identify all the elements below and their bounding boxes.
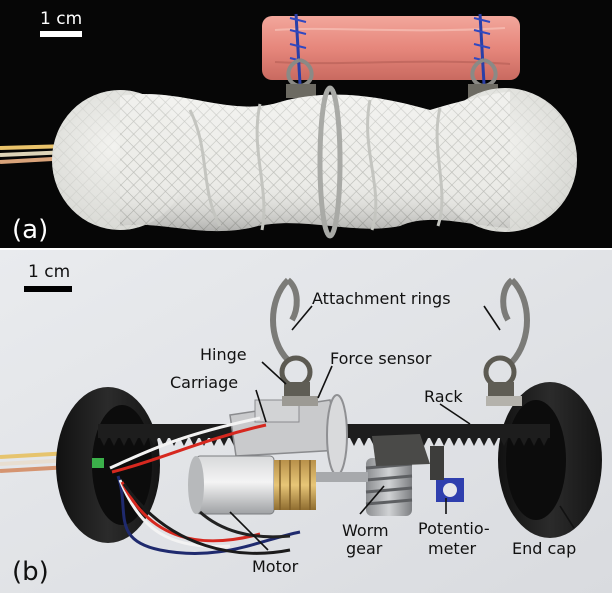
label-attachment-rings: Attachment rings [312, 289, 451, 308]
label-force-sensor: Force sensor [330, 349, 432, 368]
hinge-left [279, 355, 318, 406]
force-sensor [326, 394, 348, 476]
scale-bar-b [24, 286, 72, 292]
label-motor: Motor [252, 557, 299, 576]
label-end-cap: End cap [512, 539, 576, 558]
attachment-ring-right [500, 277, 530, 365]
wiring [109, 416, 301, 555]
annotation-labels: Attachment rings Hinge Force sensor Carr… [170, 289, 576, 576]
label-worm-gear-line2: gear [346, 539, 383, 558]
label-potentiometer-line2: meter [428, 539, 477, 558]
label-hinge: Hinge [200, 345, 247, 364]
panel-a-illustration: 1 cm (a) [0, 9, 577, 245]
label-carriage: Carriage [170, 373, 238, 392]
scale-bar-label-b: 1 cm [28, 262, 70, 282]
panel-b-photo: 1 cm Attachment rings Hinge Force sensor [0, 250, 612, 593]
attachment-ring-left [270, 277, 300, 363]
hook-base-left [286, 84, 316, 98]
worm-gear [365, 434, 430, 516]
label-worm-gear-line1: Worm [342, 521, 389, 540]
potentiometer [430, 446, 464, 502]
mesh-covered-robot [52, 88, 577, 232]
metal-ring [317, 85, 343, 239]
panel-label-a: (a) [12, 215, 48, 245]
tissue-sample [262, 13, 520, 85]
hinge-right [483, 355, 522, 406]
panel-a-photo: 1 cm (a) [0, 0, 612, 248]
panel-label-b: (b) [12, 557, 49, 587]
motor [188, 455, 368, 515]
scale-bar-a [40, 31, 82, 37]
scale-bar-label-a: 1 cm [40, 9, 82, 29]
label-rack: Rack [424, 387, 463, 406]
annotation-leaders [229, 305, 575, 551]
panel-b-illustration: 1 cm Attachment rings Hinge Force sensor [0, 250, 612, 593]
label-potentiometer-line1: Potentio- [418, 519, 490, 538]
